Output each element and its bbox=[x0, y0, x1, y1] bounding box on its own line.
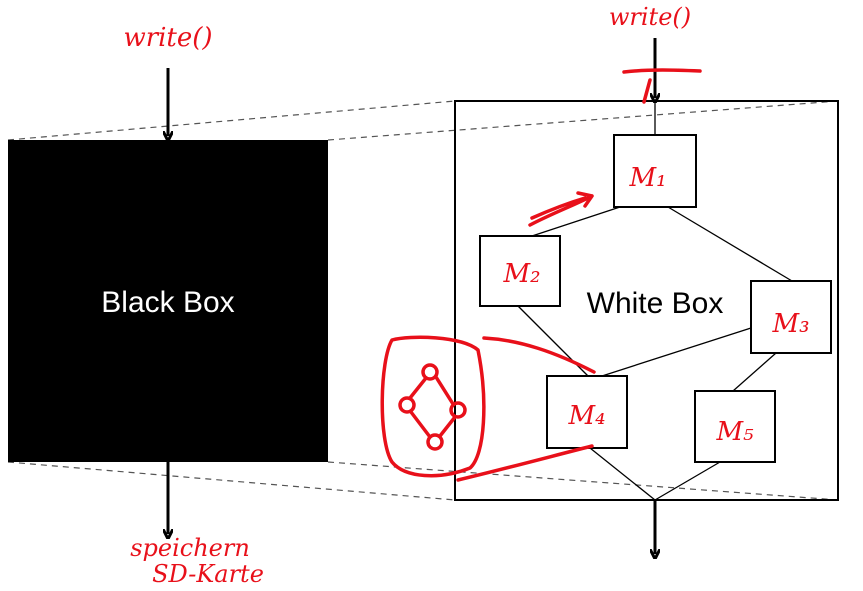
connection-m1-m2 bbox=[531, 206, 621, 237]
annotation-output-line1: speichern bbox=[130, 534, 250, 562]
module-m1: M₁ bbox=[613, 134, 697, 208]
annotation-layer bbox=[380, 68, 702, 482]
white-box-frame bbox=[454, 100, 839, 501]
white-box: White Box bbox=[454, 100, 839, 501]
connection-m4-output bbox=[589, 447, 656, 501]
projection-lines bbox=[7, 100, 839, 501]
black-box: Black Box bbox=[8, 140, 328, 462]
projection-line-top-left bbox=[7, 100, 456, 141]
module-connections bbox=[517, 101, 793, 501]
annotation-white-box-input: write() bbox=[609, 3, 691, 31]
module-m2-label: M₂ bbox=[502, 259, 540, 289]
module-m4: M₄ bbox=[546, 375, 628, 449]
connection-m1-m3 bbox=[667, 206, 793, 282]
annotation-black-box-input: write() bbox=[123, 23, 212, 53]
module-m2: M₂ bbox=[479, 235, 561, 307]
connection-m3-m5 bbox=[732, 352, 777, 392]
annotation-m1-m2-arrow bbox=[528, 191, 594, 227]
module-m5-label: M₅ bbox=[715, 417, 754, 447]
annotation-to-m4-bottom bbox=[456, 444, 594, 482]
module-m3-label: M₃ bbox=[771, 309, 809, 339]
projection-line-bottom-left bbox=[7, 461, 456, 501]
connection-m3-m4 bbox=[601, 327, 752, 377]
annotation-bracket bbox=[380, 335, 486, 478]
module-m2-box bbox=[479, 235, 561, 307]
white-box-label: White Box bbox=[587, 287, 724, 320]
module-m5-box bbox=[694, 390, 776, 463]
module-m3: M₃ bbox=[750, 280, 832, 354]
projection-line-top-right bbox=[327, 100, 839, 141]
annotation-strike-mark bbox=[622, 68, 702, 104]
module-m1-box bbox=[613, 134, 697, 208]
module-m3-box bbox=[750, 280, 832, 354]
module-m4-label: M₄ bbox=[567, 401, 605, 431]
module-m5: M₅ bbox=[694, 390, 776, 463]
annotation-cycle-sketch bbox=[398, 363, 467, 451]
black-box-label: Black Box bbox=[101, 286, 234, 319]
connection-m5-output bbox=[654, 461, 721, 501]
annotation-to-m4-top bbox=[482, 336, 596, 374]
annotation-output-line2: SD-Karte bbox=[152, 560, 264, 588]
black-box-rect bbox=[8, 140, 328, 462]
module-m1-label: M₁ bbox=[628, 163, 666, 193]
projection-line-bottom-right bbox=[327, 461, 839, 501]
